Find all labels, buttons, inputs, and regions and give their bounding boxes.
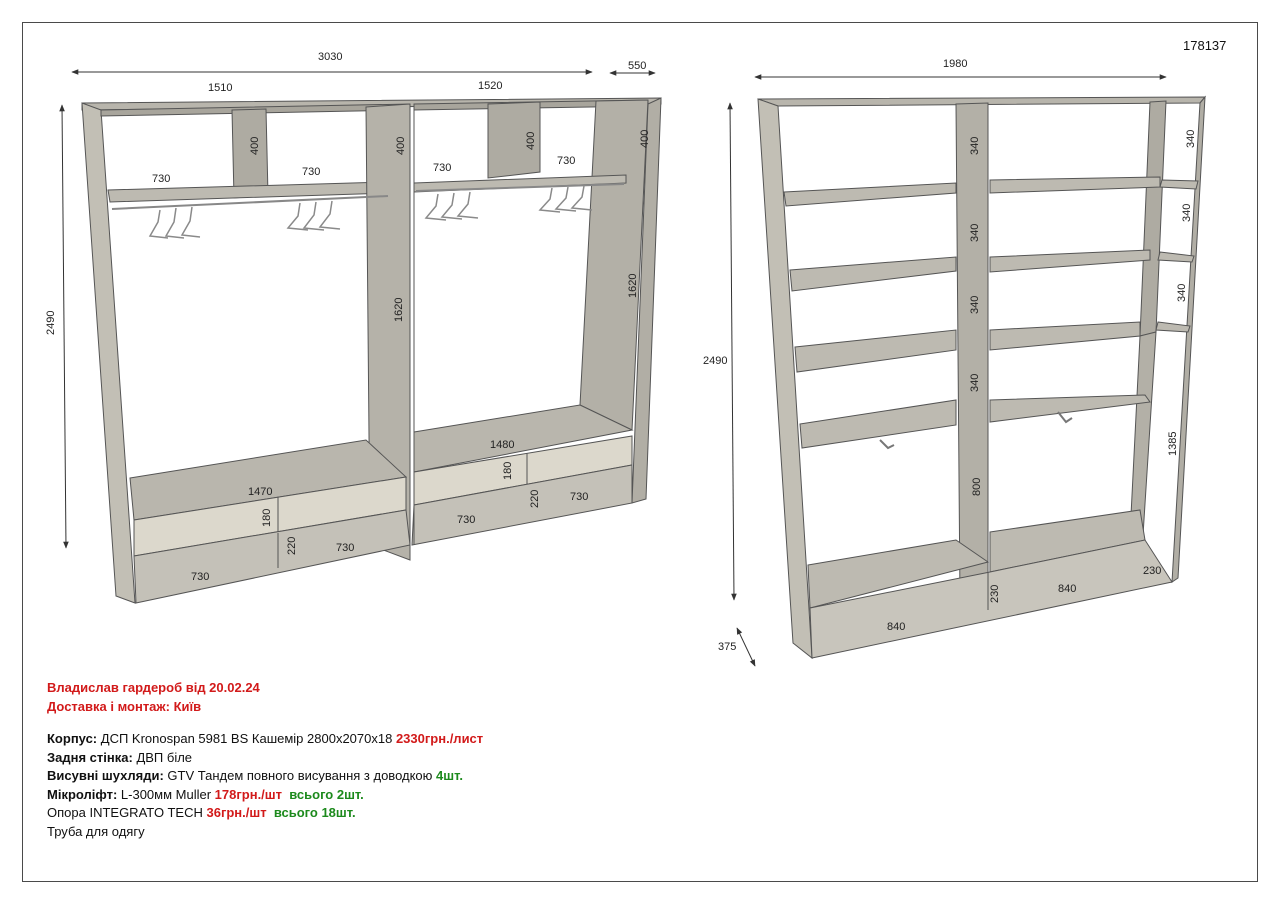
body-price: 2330грн./лист: [395, 731, 484, 746]
lift-price: 178грн./шт: [214, 786, 282, 802]
lift-text: L-300мм Muller: [120, 786, 212, 802]
niche-height-label: 400: [249, 137, 261, 155]
bottom-height-label: 230: [1143, 565, 1161, 577]
left-depth: 550: [628, 60, 646, 72]
right-hanging-rods: [879, 411, 1073, 450]
left-wardrobe: [81, 97, 662, 604]
left-section-width: 1510: [208, 82, 232, 94]
bottom-width-label: 840: [1058, 583, 1076, 595]
back-label: Задня стінка:: [47, 749, 133, 765]
pipe-text: Труба для одягу: [47, 823, 145, 839]
drawers-label: Висувні шухляди:: [47, 768, 164, 783]
shelf-depth-label: 730: [433, 162, 451, 174]
support-price: 36грн./шт: [206, 805, 267, 820]
plinth-height-label: 220: [286, 537, 298, 555]
right-total-width: 1980: [943, 58, 967, 70]
side-gap-label: 340: [1176, 284, 1188, 302]
niche-height-label: 400: [639, 130, 651, 148]
shelf-gap-label: 340: [969, 137, 981, 155]
bottom-width-label: 840: [887, 621, 905, 633]
drawers-qty: 4шт.: [436, 768, 463, 783]
bottom-depth-label: 730: [336, 542, 354, 554]
left-dimension-lines: [59, 69, 656, 549]
right-dimension-labels: 1980 2490 375 340 340 340 340 340 340 34…: [703, 58, 1197, 653]
left-dimension-labels: 3030 550 1510 1520 2490 730 730 730 730 …: [45, 51, 651, 583]
shelf-gap-label: 340: [969, 296, 981, 314]
right-depth: 375: [718, 641, 736, 653]
drawing-frame: [22, 22, 1258, 882]
shelf-depth-label: 730: [302, 166, 320, 178]
divider-height-label: 1620: [393, 298, 405, 322]
side-gap-label: 340: [1185, 130, 1197, 148]
drawer-height-label: 180: [261, 509, 273, 527]
drawer-width-label: 1480: [490, 439, 514, 451]
hanging-height-label: 800: [971, 478, 983, 496]
support-qty: всього 18шт.: [273, 805, 356, 820]
shelf-depth-label: 730: [152, 173, 170, 185]
bottom-depth-label: 730: [457, 514, 475, 526]
shelf-gap-label: 340: [969, 374, 981, 392]
niche-height-label: 400: [395, 137, 407, 155]
drawer-width-label: 1470: [248, 486, 272, 498]
notes-title: Владислав гардероб від 20.02.24: [47, 680, 260, 695]
niche-height-label: 400: [525, 132, 537, 150]
shelf-depth-label: 730: [557, 155, 575, 167]
left-hanging-rods: [111, 183, 625, 210]
lift-qty: всього 2шт.: [289, 786, 364, 802]
drawer-height-label: 180: [502, 462, 514, 480]
back-text: ДВП біле: [136, 749, 193, 765]
left-hangers: [148, 185, 593, 239]
order-notes: Владислав гардероб від 20.02.24 Доставка…: [47, 679, 483, 841]
divider-height-label: 1620: [627, 274, 639, 298]
body-label: Корпус:: [47, 731, 98, 746]
side-gap-label: 340: [1181, 204, 1193, 222]
right-height: 2490: [703, 355, 727, 367]
shelf-gap-label: 340: [969, 224, 981, 242]
support-text: Опора INTEGRATO TECH: [47, 805, 203, 820]
lift-label: Мікроліфт:: [47, 786, 118, 802]
left-total-width: 3030: [318, 51, 342, 63]
plinth-height-label: 220: [529, 490, 541, 508]
right-section-width: 1520: [478, 80, 502, 92]
left-height: 2490: [45, 311, 57, 335]
notes-delivery: Доставка і монтаж: Київ: [47, 698, 202, 714]
bottom-height-label: 230: [989, 585, 1001, 603]
bottom-depth-label: 730: [191, 571, 209, 583]
right-wardrobe: [757, 95, 1207, 660]
body-text: ДСП Kronospan 5981 BS Кашемір 2800x2070x…: [100, 731, 393, 746]
side-tall-label: 1385: [1167, 432, 1179, 456]
right-dimension-lines: [727, 74, 1167, 667]
drawers-text: GTV Тандем повного висування з доводкою: [167, 768, 433, 783]
order-number: 178137: [1183, 38, 1227, 53]
bottom-depth-label: 730: [570, 491, 588, 503]
